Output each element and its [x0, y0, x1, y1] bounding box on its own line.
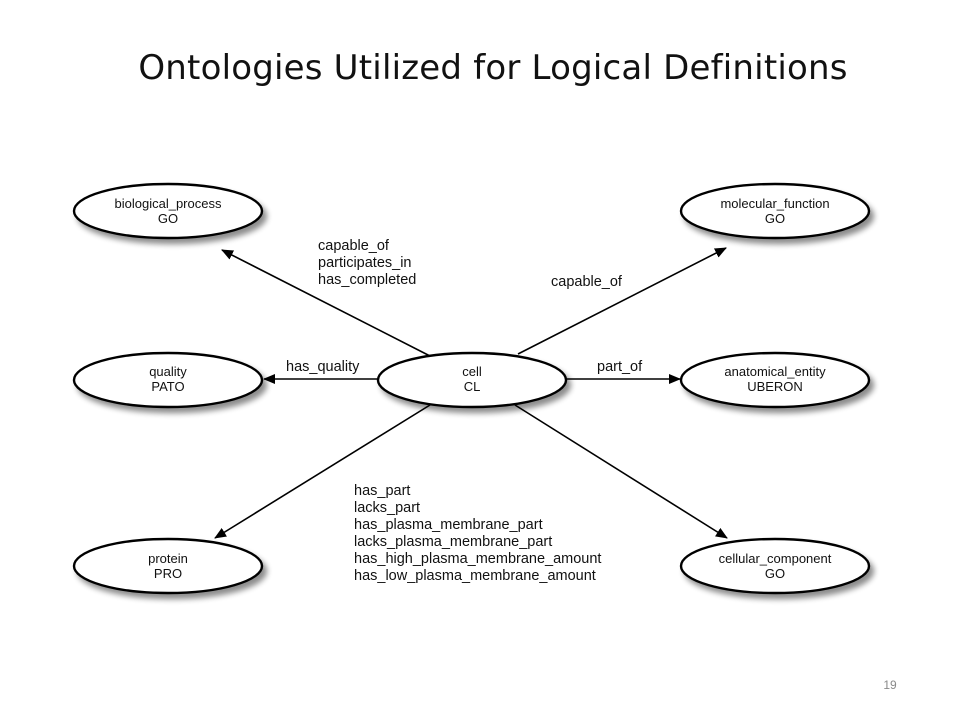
edge-label-capable-of-mf: capable_of: [551, 274, 623, 290]
node-cell-ontology: CL: [464, 379, 481, 394]
node-anatomical-entity-shape: [679, 351, 871, 409]
node-biological-process-shape: [72, 182, 264, 240]
node-biological-process: biological_process GO: [72, 182, 264, 240]
edge-label-has-part: has_part: [354, 483, 410, 499]
node-protein-shape: [72, 537, 264, 595]
node-biological-process-name: biological_process: [115, 196, 222, 211]
node-cellular-component-ontology: GO: [765, 566, 785, 581]
node-molecular-function: molecular_function GO: [679, 182, 871, 240]
node-cellular-component-name: cellular_component: [719, 551, 832, 566]
edge-label-lacks-part: lacks_part: [354, 500, 420, 516]
node-quality: quality PATO: [72, 351, 264, 409]
edges: [214, 247, 728, 539]
node-anatomical-entity-name: anatomical_entity: [724, 364, 826, 379]
edge-label-has-plasma-membrane-part: has_plasma_membrane_part: [354, 517, 543, 533]
node-quality-name: quality: [149, 364, 187, 379]
node-protein-ontology: PRO: [154, 566, 182, 581]
node-cell: cell CL: [376, 351, 568, 409]
node-molecular-function-shape: [679, 182, 871, 240]
node-biological-process-ontology: GO: [158, 211, 178, 226]
node-anatomical-entity: anatomical_entity UBERON: [679, 351, 871, 409]
node-cell-name: cell: [462, 364, 482, 379]
edge-label-part-of: part_of: [597, 359, 643, 375]
edge-label-has-quality: has_quality: [286, 359, 360, 375]
edge-cell-protein: [214, 404, 431, 539]
edge-cell-biological-process: [221, 249, 431, 357]
node-molecular-function-name: molecular_function: [720, 196, 829, 211]
edge-labels: capable_of participates_in has_completed…: [286, 238, 643, 584]
page-number: 19: [883, 678, 897, 692]
node-quality-ontology: PATO: [151, 379, 184, 394]
slide-title: Ontologies Utilized for Logical Definiti…: [138, 48, 848, 88]
node-cellular-component: cellular_component GO: [679, 537, 871, 595]
edge-cell-molecular-function: [517, 247, 727, 355]
edge-label-has-high-plasma-membrane-amount: has_high_plasma_membrane_amount: [354, 551, 601, 567]
edge-label-participates-in: participates_in: [318, 255, 412, 271]
edge-label-has-low-plasma-membrane-amount: has_low_plasma_membrane_amount: [354, 568, 596, 584]
edge-label-has-completed: has_completed: [318, 272, 416, 288]
node-protein: protein PRO: [72, 537, 264, 595]
node-molecular-function-ontology: GO: [765, 211, 785, 226]
node-cellular-component-shape: [679, 537, 871, 595]
edge-label-capable-of-bp: capable_of: [318, 238, 390, 254]
node-cell-shape: [376, 351, 568, 409]
edge-cell-cellular-component: [514, 404, 728, 539]
node-quality-shape: [72, 351, 264, 409]
node-protein-name: protein: [148, 551, 188, 566]
edge-label-lacks-plasma-membrane-part: lacks_plasma_membrane_part: [354, 534, 552, 550]
node-anatomical-entity-ontology: UBERON: [747, 379, 803, 394]
